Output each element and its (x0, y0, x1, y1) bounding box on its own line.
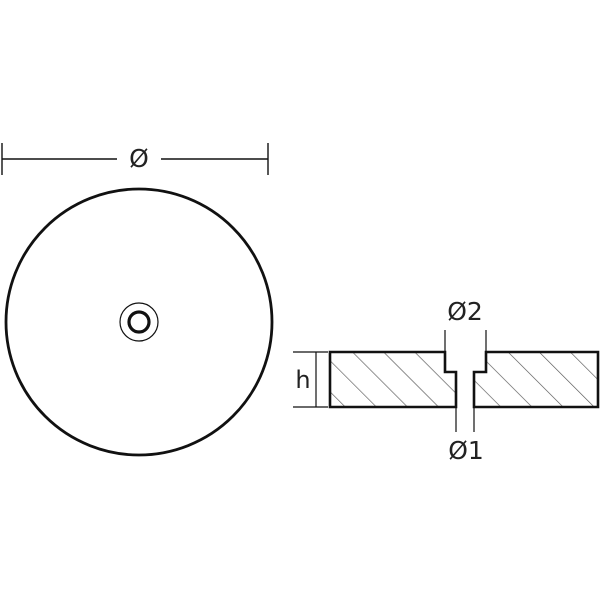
height-label: h (295, 366, 310, 394)
hole-diameter-label: Ø1 (448, 436, 484, 465)
outer-diameter-label: Ø (129, 144, 149, 173)
height-dimension: h (293, 351, 328, 408)
counterbore-diameter-label: Ø2 (447, 297, 483, 326)
top-view: Ø (1, 143, 274, 457)
section-body-hatched (330, 352, 598, 407)
center-hole-outer (119, 302, 159, 342)
disc-outline (4, 187, 274, 457)
outer-diameter-dimension: Ø (1, 143, 269, 175)
center-hole-inner (127, 310, 151, 334)
section-view: Ø2 Ø1 h (293, 297, 600, 465)
